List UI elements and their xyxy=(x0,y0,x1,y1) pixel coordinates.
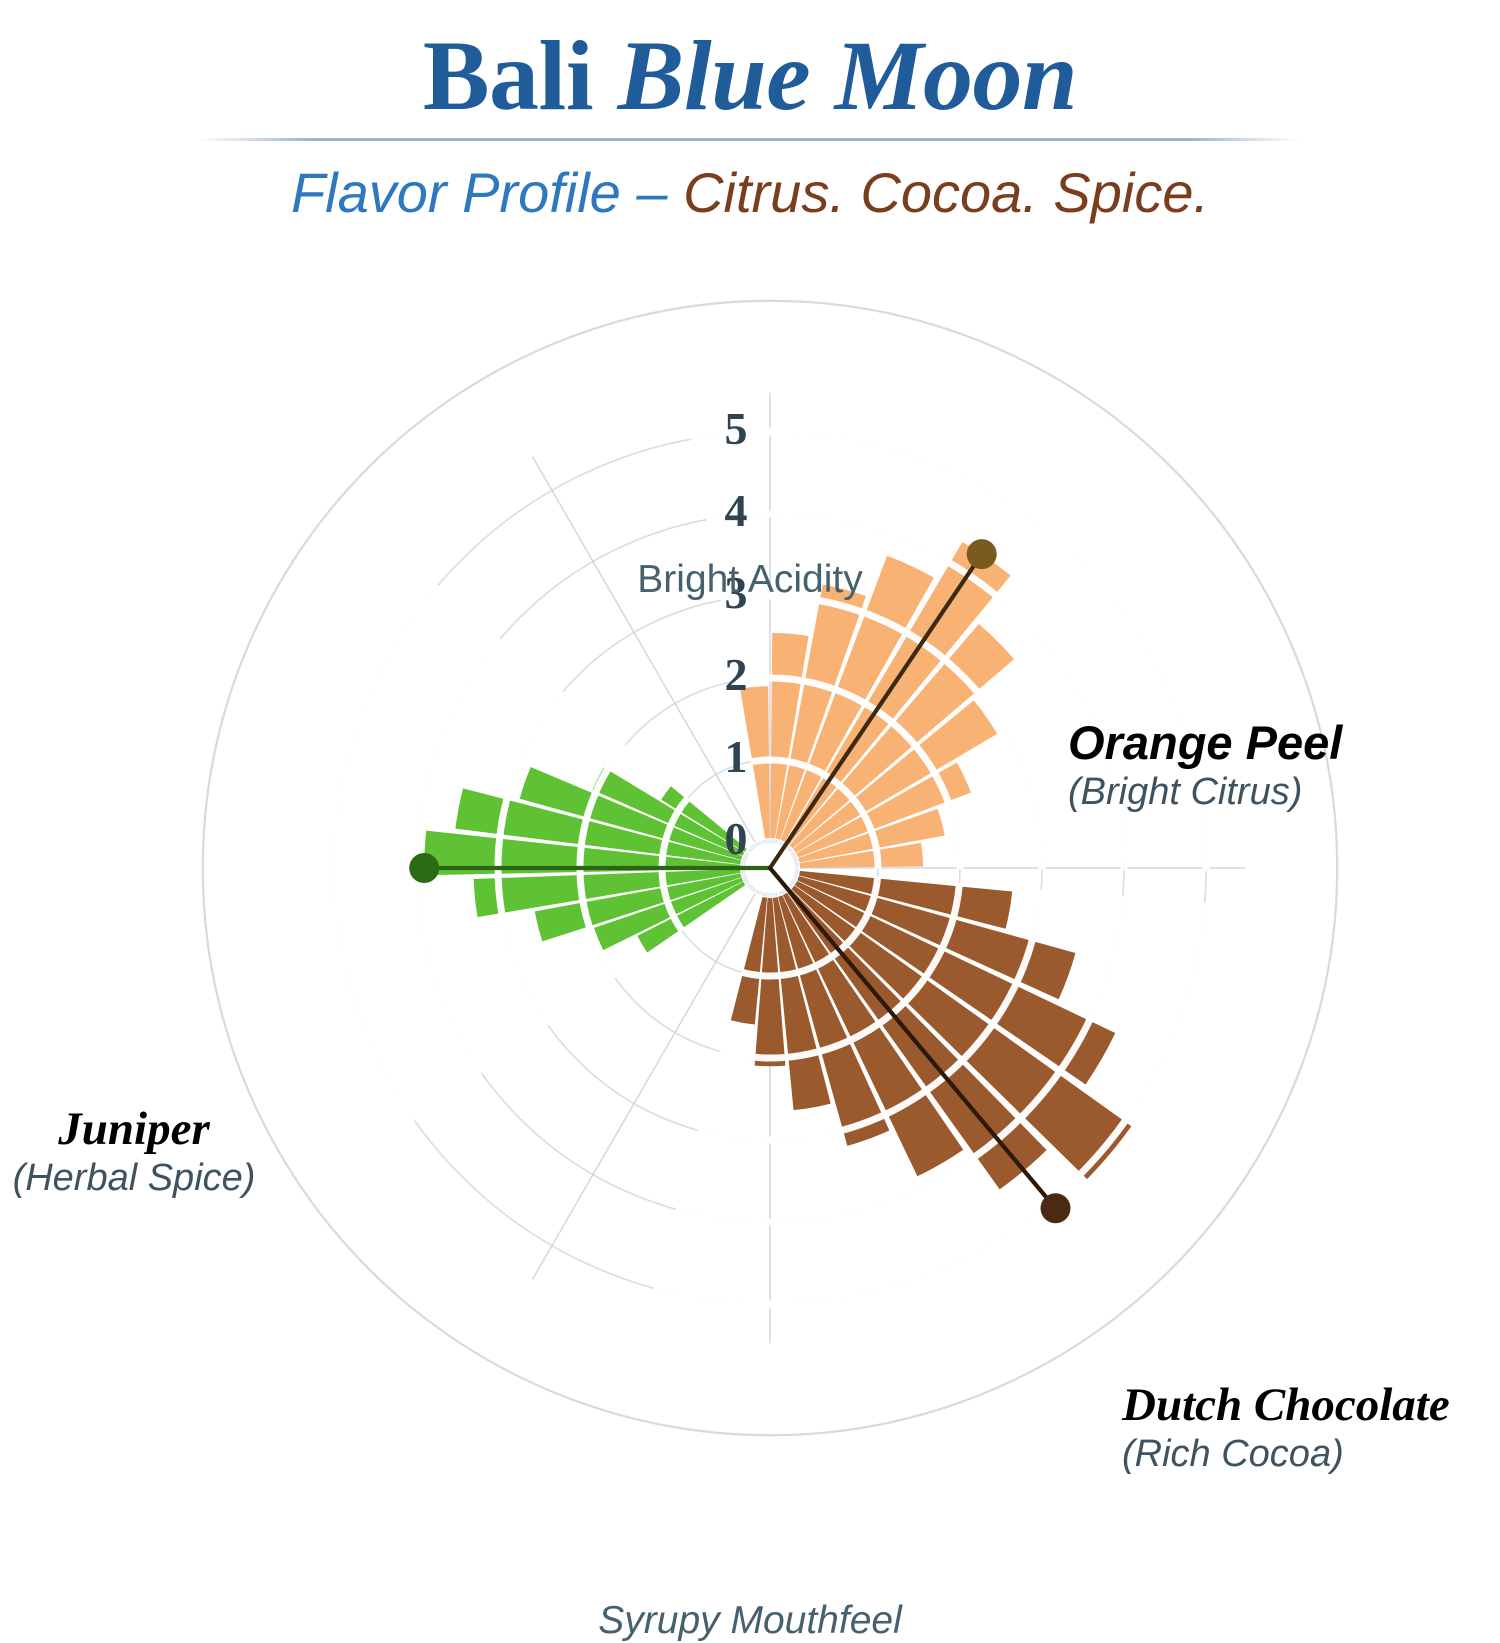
radial-tick-2: 2 xyxy=(725,649,748,700)
page-title: Bali Blue Moon xyxy=(0,0,1500,128)
radial-tick-4: 4 xyxy=(725,485,748,536)
polar-spokes xyxy=(531,392,1246,1344)
title-part-one: Bali xyxy=(422,20,618,131)
series-descriptor-dutch-chocolate: (Rich Cocoa) xyxy=(1122,1433,1344,1475)
radar-chart: 0 1 2 3 4 5 Bright Acidity Syrupy Mouthfeel O… xyxy=(0,255,1500,1642)
series-label-dutch-chocolate: Dutch Chocolate (Rich Cocoa) xyxy=(1122,1379,1450,1477)
series-name-dutch-chocolate: Dutch Chocolate xyxy=(1122,1379,1450,1431)
series-label-juniper: Juniper (Herbal Spice) xyxy=(0,1103,268,1201)
polar-value-lines xyxy=(422,552,1058,1211)
polar-radial-tick-labels: 0 1 2 3 4 5 xyxy=(725,403,748,864)
polar-value-markers xyxy=(409,539,1071,1224)
polar-plot-svg: 0 1 2 3 4 5 xyxy=(201,299,1339,1437)
radial-tick-3: 3 xyxy=(725,567,748,618)
axis-label-syrupy-mouthfeel: Syrupy Mouthfeel xyxy=(598,1599,902,1642)
page-subtitle: Flavor Profile – Citrus. Cocoa. Spice. xyxy=(0,163,1500,223)
radial-tick-5: 5 xyxy=(725,403,748,454)
series-descriptor-orange-peel: (Bright Citrus) xyxy=(1068,771,1303,813)
subtitle-part-two: Citrus. Cocoa. Spice. xyxy=(683,161,1210,224)
subtitle-part-one: Flavor Profile – xyxy=(290,161,684,224)
radial-tick-1: 1 xyxy=(725,731,748,782)
series-name-juniper: Juniper xyxy=(58,1103,210,1155)
series-name-orange-peel: Orange Peel xyxy=(1068,716,1343,769)
radial-tick-0: 0 xyxy=(725,813,748,864)
series-label-orange-peel: Orange Peel (Bright Citrus) xyxy=(1068,717,1342,815)
axis-label-bright-acidity: Bright Acidity xyxy=(637,558,863,601)
poster-header: Bali Blue Moon Flavor Profile – Citrus. … xyxy=(0,0,1500,223)
polar-arc-overlay xyxy=(330,428,1210,1308)
series-descriptor-juniper: (Herbal Spice) xyxy=(12,1157,256,1199)
title-divider xyxy=(200,138,1300,141)
title-part-two: Blue Moon xyxy=(617,20,1078,131)
